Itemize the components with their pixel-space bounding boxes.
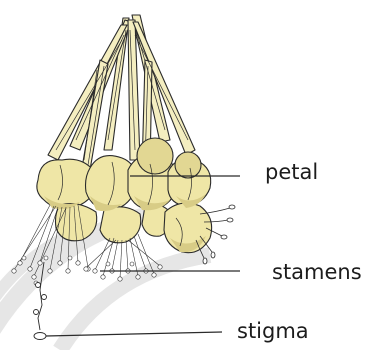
stigma-label: stigma xyxy=(237,321,309,342)
pedicels xyxy=(48,15,195,170)
stamens-label: stamens xyxy=(272,262,362,283)
petal-label: petal xyxy=(265,162,318,183)
